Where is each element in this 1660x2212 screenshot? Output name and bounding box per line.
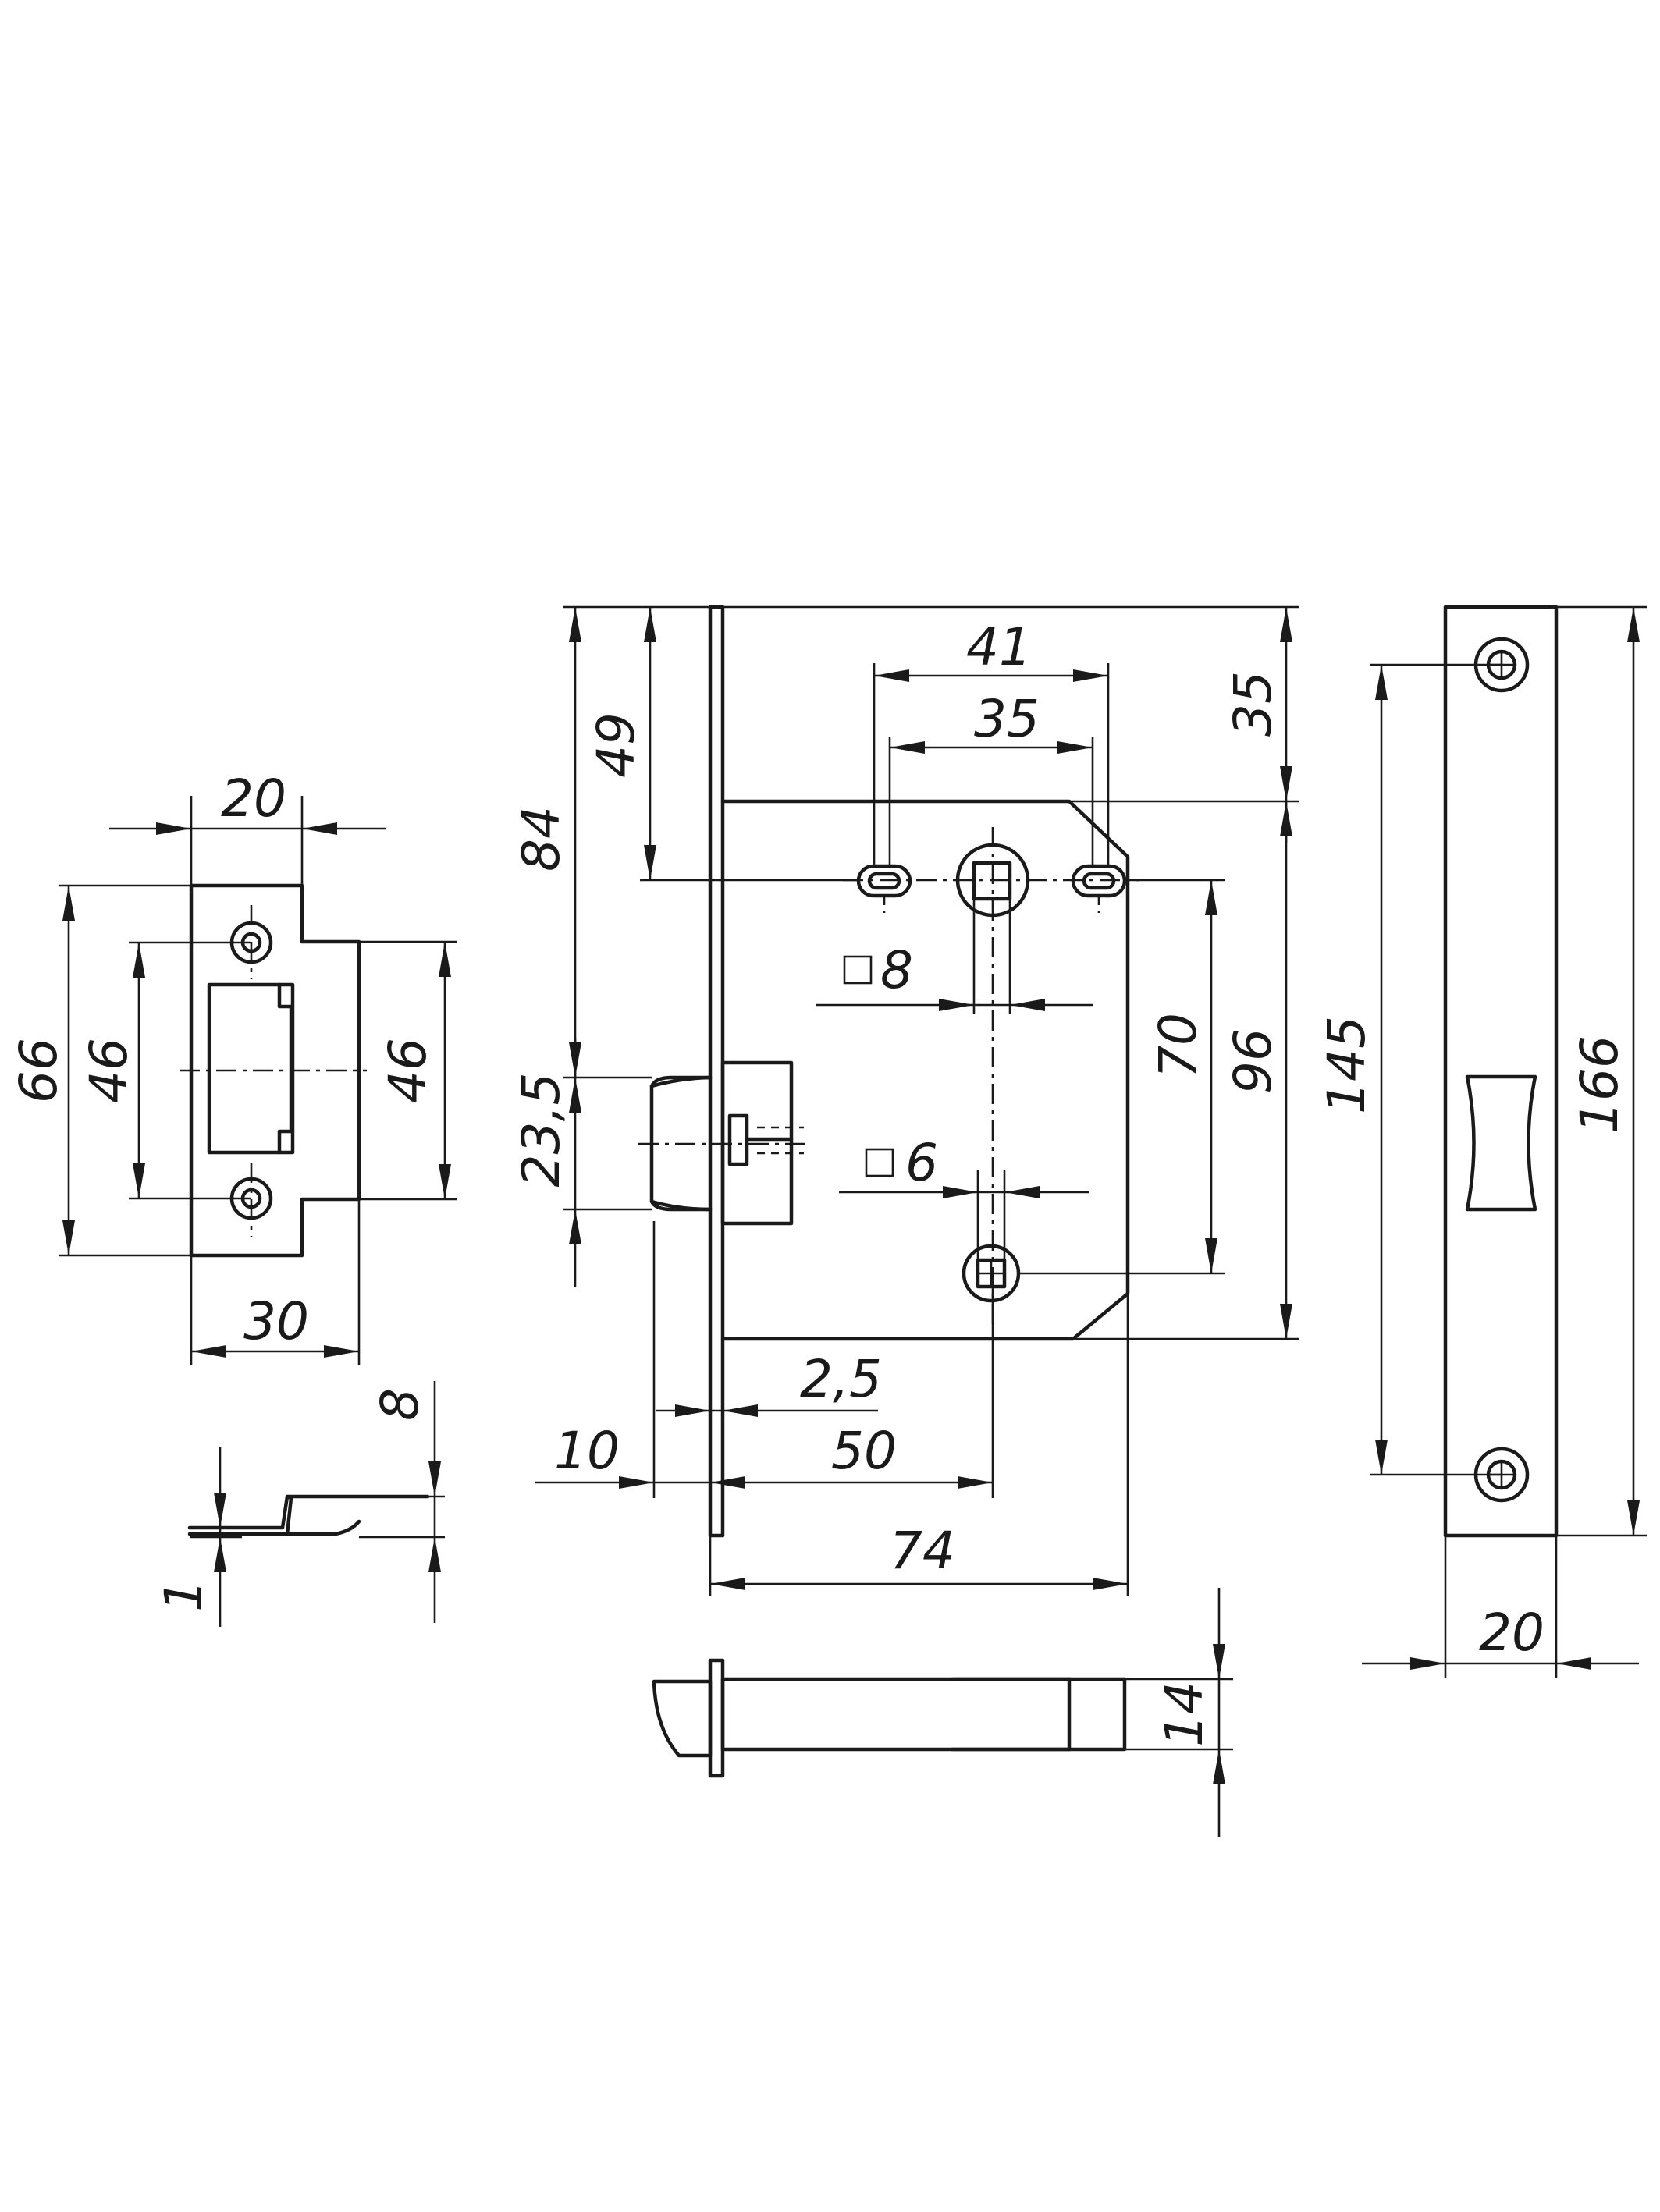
- dim-screw-spacing: 145: [1317, 1016, 1377, 1114]
- dim-strike-hole-spacing-left: 46: [79, 1038, 139, 1103]
- dimension-labels: 20 66 46 46 30 8 1 41 35 49 84 35 8 6 23…: [9, 617, 1630, 1747]
- strike-plate-slot: [207, 982, 295, 1155]
- dim-center-distance: 70: [1148, 1013, 1208, 1078]
- dimension-lines: [59, 605, 1647, 1837]
- dim-faceplate-thickness: 2,5: [800, 1349, 882, 1409]
- faceplate-front-view: [1443, 605, 1559, 1538]
- dim-strike-lip-height: 8: [370, 1388, 430, 1421]
- faceplate-latch-opening: [1465, 1074, 1537, 1212]
- dim-case-height: 96: [1223, 1028, 1283, 1094]
- dim-latch-thickness: 14: [1154, 1681, 1214, 1747]
- dim-faceplate-width: 20: [1479, 1603, 1544, 1663]
- dim-handle-holes-inner: 35: [974, 689, 1040, 749]
- dim-faceplate-to-spindle: 49: [586, 712, 646, 778]
- dim-faceplate-length: 166: [1569, 1035, 1630, 1134]
- latch-bottom-view: [652, 1658, 1127, 1778]
- dim-strike-width-top: 20: [221, 769, 286, 829]
- dim-strike-width-bottom: 30: [243, 1291, 309, 1351]
- dim-latch-projection: 10: [554, 1421, 620, 1481]
- faceplate-outline: [1443, 605, 1559, 1538]
- dim-faceplate-to-latch: 84: [511, 806, 571, 872]
- dim-backset: 50: [831, 1421, 897, 1481]
- lock-case-outline: [720, 799, 1130, 1341]
- dim-top-offset: 35: [1223, 671, 1283, 737]
- strike-plate-side-view: [187, 1494, 430, 1539]
- dim-strike-height-total: 66: [9, 1038, 69, 1103]
- dimension-arrows: [62, 607, 1640, 1784]
- dim-spindle-square: 8: [880, 940, 913, 1000]
- dim-latch-height: 23,5: [511, 1073, 571, 1188]
- dim-handle-holes-outer: 41: [966, 617, 1032, 677]
- dim-strike-hole-spacing-right: 46: [378, 1038, 438, 1103]
- square-symbol-6: [865, 1148, 894, 1177]
- dim-case-depth: 74: [890, 1521, 955, 1581]
- dim-privacy-square: 6: [905, 1133, 938, 1193]
- strike-plate-front-view: [180, 883, 367, 1258]
- square-symbol-8: [843, 955, 873, 985]
- dim-strike-thickness: 1: [154, 1579, 214, 1612]
- lock-faceplate-edge: [708, 605, 725, 1538]
